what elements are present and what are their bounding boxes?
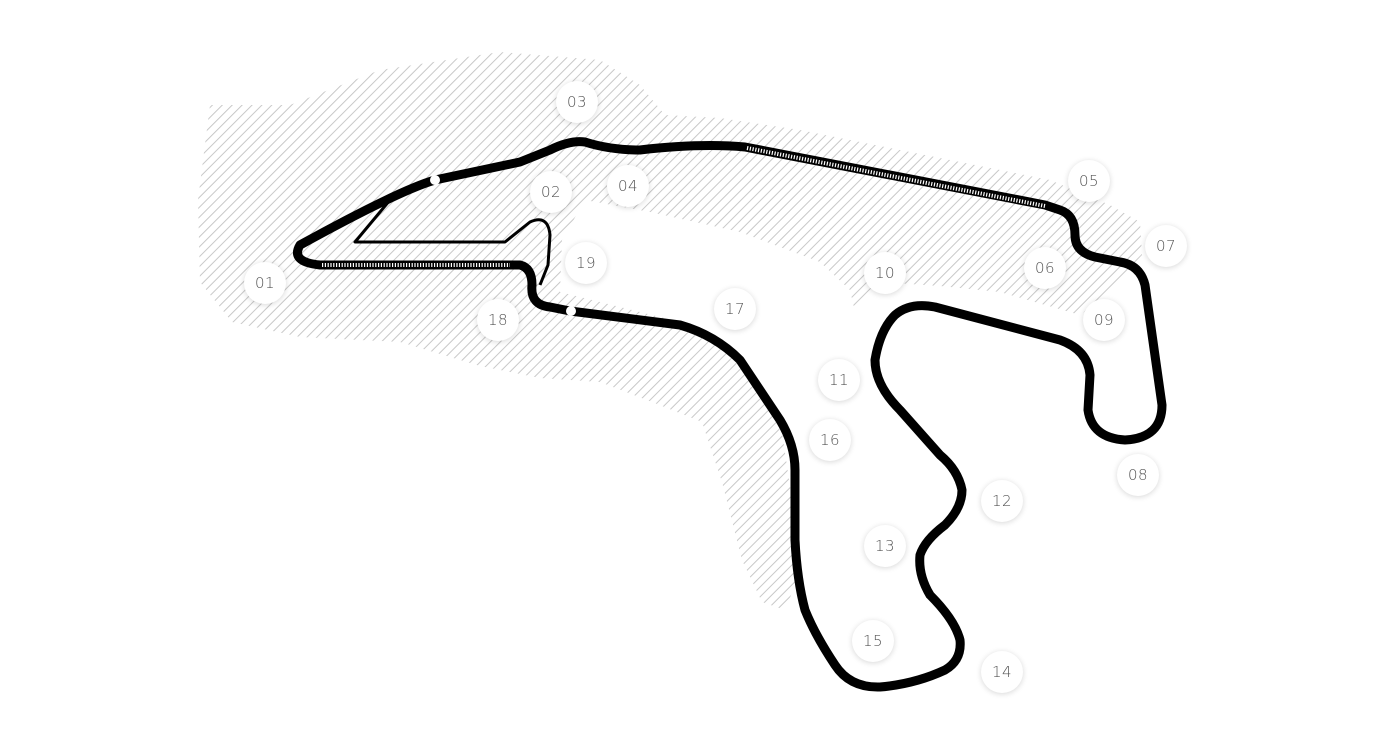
sector-marker [566, 306, 576, 316]
turn-label-17: 17 [714, 288, 756, 330]
turn-label-15: 15 [852, 620, 894, 662]
turn-label-01: 01 [244, 262, 286, 304]
turn-label-16: 16 [809, 419, 851, 461]
turn-label-05: 05 [1068, 160, 1110, 202]
turn-label-12: 12 [981, 480, 1023, 522]
turn-label-04: 04 [607, 165, 649, 207]
turn-label-02: 02 [530, 171, 572, 213]
turn-label-13: 13 [864, 525, 906, 567]
turn-label-14: 14 [981, 651, 1023, 693]
sector-marker [430, 175, 440, 185]
turn-label-19: 19 [565, 242, 607, 284]
track [293, 137, 1167, 692]
pit-lane [353, 199, 552, 286]
turn-label-08: 08 [1117, 454, 1159, 496]
turn-label-07: 07 [1145, 225, 1187, 267]
kerb-kemmel-straight [746, 146, 1046, 208]
turn-label-18: 18 [477, 299, 519, 341]
turn-label-11: 11 [818, 359, 860, 401]
turn-label-03: 03 [556, 81, 598, 123]
turn-label-10: 10 [864, 252, 906, 294]
turn-label-09: 09 [1083, 299, 1125, 341]
turn-label-06: 06 [1024, 247, 1066, 289]
hatched-area [198, 52, 1142, 610]
